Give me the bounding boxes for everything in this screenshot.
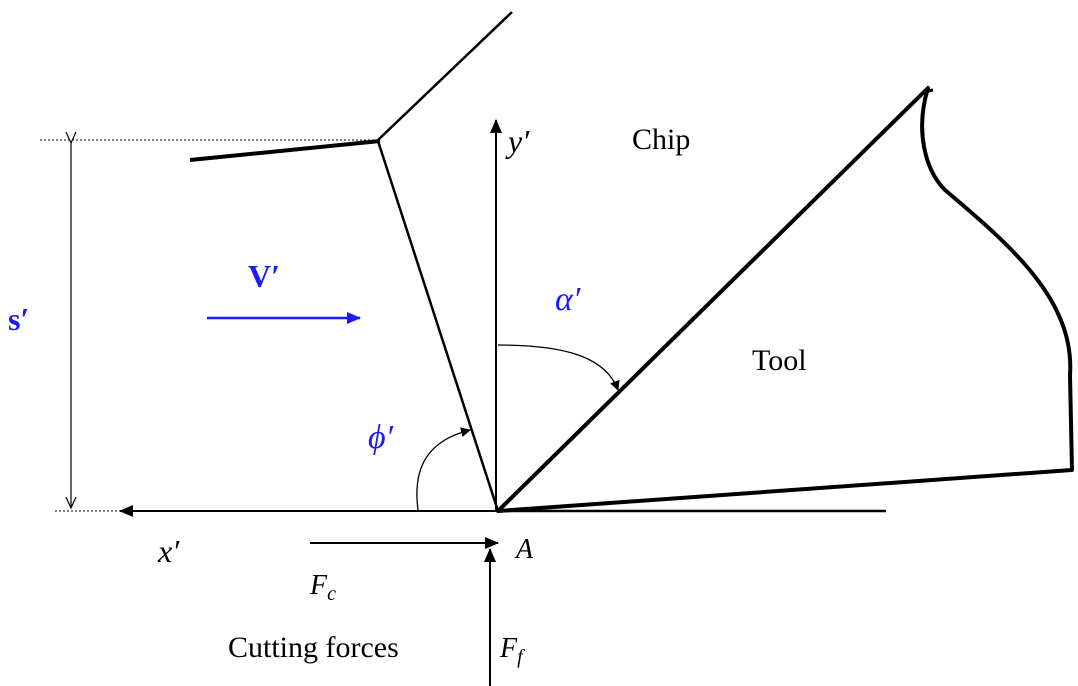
x-axis-label: x′ — [157, 533, 180, 569]
chip-label: Chip — [632, 123, 690, 156]
tool-tip-detail — [923, 88, 934, 94]
feed-force-subscript: f — [517, 646, 525, 668]
rake-angle-label: α′ — [555, 281, 581, 318]
thickness-label: s′ — [8, 301, 29, 337]
tool-outline — [496, 86, 1074, 513]
feed-force-label: Ff — [499, 633, 525, 668]
shear-angle-label: ϕ′ — [368, 419, 394, 456]
feed-force-symbol: F — [499, 633, 518, 664]
cutting-force-label: Fc — [309, 570, 336, 605]
shear-plane — [376, 140, 500, 512]
shear-angle-arc — [416, 427, 471, 511]
cutting-forces-caption: Cutting forces — [228, 631, 399, 664]
chip-free-surface — [377, 11, 513, 141]
cutting-force-symbol: F — [309, 570, 328, 601]
velocity-label: V′ — [248, 258, 280, 294]
y-axis-label: y′ — [505, 123, 530, 159]
rake-angle-arc — [497, 344, 620, 391]
workpiece-surface — [189, 139, 381, 162]
tool-label: Tool — [752, 344, 807, 377]
point-a-label: A — [514, 534, 534, 565]
cutting-force-subscript: c — [327, 583, 336, 605]
